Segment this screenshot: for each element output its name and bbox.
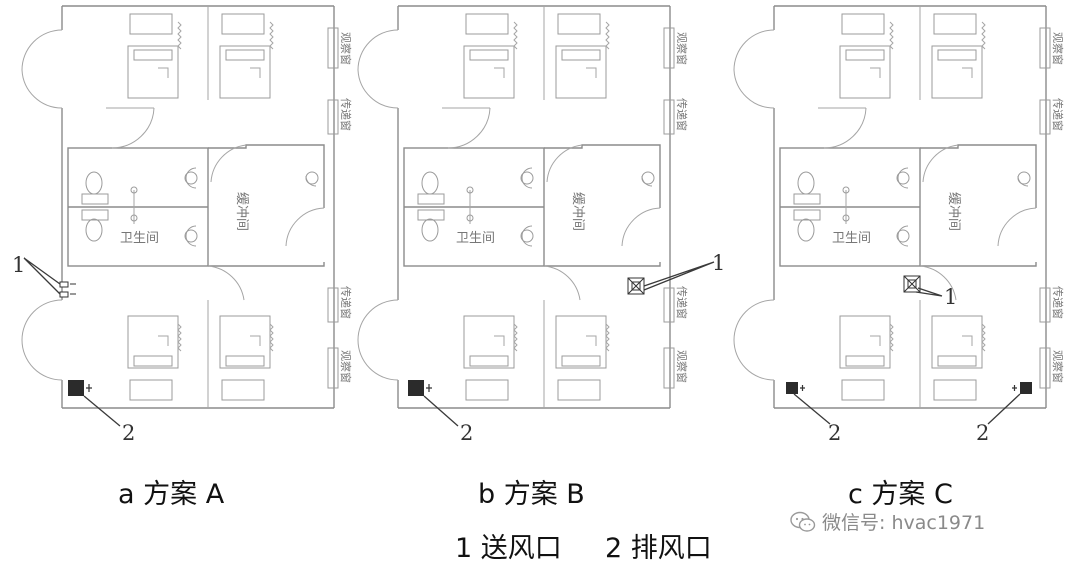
- panel-b-toilet-label: 卫生间: [456, 231, 495, 246]
- panel-a-pass-window-top: 传递窗: [339, 98, 353, 131]
- panel-a-plan: 卫生间 缓冲间 观察窗 传递窗 传递窗 观察窗 1 2: [12, 6, 353, 445]
- panel-b-buffer-label: 缓冲间: [570, 192, 585, 231]
- caption-b: b 方案 B: [478, 479, 585, 510]
- panel-c-toilet-label: 卫生间: [832, 231, 871, 246]
- panel-b-pass-window-bottom: 传递窗: [675, 286, 689, 319]
- panel-b-obs-window-bottom: 观察窗: [675, 350, 689, 383]
- panel-c-label-2-right: 2: [976, 421, 989, 445]
- panel-c-obs-window-bottom: 观察窗: [1051, 350, 1065, 383]
- panel-a-pass-window-bottom: 传递窗: [339, 286, 353, 319]
- wechat-icon: [790, 511, 816, 532]
- panel-c-exhaust-vent-left: [786, 382, 805, 394]
- panel-c-supply-vent: [903, 275, 921, 293]
- panel-b-exhaust-vent: [408, 380, 432, 396]
- panel-b-label-2: 2: [460, 421, 473, 445]
- panel-a-leader-2: [83, 395, 121, 427]
- watermark-text: 微信号: hvac1971: [822, 512, 986, 534]
- panel-c-leader-2-right: [987, 393, 1021, 425]
- caption-a: a 方案 A: [118, 479, 225, 510]
- watermark: 微信号: hvac1971: [790, 508, 985, 535]
- panel-c-obs-window-top: 观察窗: [1051, 32, 1065, 65]
- panel-a-label-2: 2: [122, 421, 135, 445]
- panel-b-obs-window-top: 观察窗: [675, 32, 689, 65]
- panel-c-leader-2-left: [793, 393, 831, 425]
- panel-a-supply-vent: [59, 281, 76, 298]
- panel-a-buffer-label: 缓冲间: [234, 192, 249, 231]
- panel-b-label-1: 1: [712, 251, 725, 275]
- panel-c-label-1: 1: [944, 285, 957, 309]
- legend-item-exhaust: 2 排风口: [604, 533, 712, 564]
- panel-b-plan: 卫生间 缓冲间 观察窗 传递窗 传递窗 观察窗 1 2: [358, 6, 725, 445]
- legend: 1 送风口 2 排风口: [455, 526, 712, 565]
- floor-plan-panels: 卫生间 缓冲间 观察窗 传递窗 传递窗 观察窗 1 2 卫生间 缓冲间 观察窗 …: [12, 0, 1065, 445]
- panel-c-label-2-left: 2: [828, 421, 841, 445]
- panel-b-leader-1: [643, 261, 715, 291]
- panel-a-obs-window-top: 观察窗: [339, 32, 353, 65]
- panel-c-exhaust-vent-right: [1012, 382, 1032, 394]
- panel-c-leader-1: [915, 287, 943, 297]
- panel-c-pass-window-top: 传递窗: [1051, 98, 1065, 131]
- panel-c-buffer-label: 缓冲间: [946, 192, 961, 231]
- panel-c-pass-window-bottom: 传递窗: [1051, 286, 1065, 319]
- panel-a-toilet-label: 卫生间: [120, 231, 159, 246]
- panel-a-leader-1: [23, 257, 61, 295]
- legend-item-supply: 1 送风口: [455, 533, 562, 564]
- panel-b-supply-vent: [627, 277, 645, 295]
- panel-c-plan: 卫生间 缓冲间 观察窗 传递窗 传递窗 观察窗 1 2 2: [734, 6, 1065, 445]
- panel-a-obs-window-bottom: 观察窗: [339, 350, 353, 383]
- panel-b-leader-2: [423, 395, 459, 427]
- panel-b-pass-window-top: 传递窗: [675, 98, 689, 131]
- panel-a-label-1: 1: [12, 253, 25, 277]
- caption-c: c 方案 C: [848, 479, 953, 510]
- panel-a-exhaust-vent: [68, 380, 92, 396]
